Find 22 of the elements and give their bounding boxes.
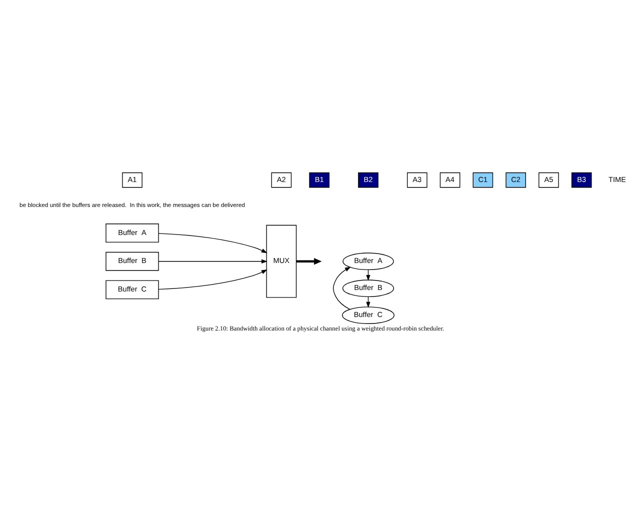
node-box: MUX <box>266 224 297 298</box>
node-box: Buffer C <box>106 280 159 300</box>
node-box: Buffer A <box>106 224 159 243</box>
node-box: A3 <box>406 172 428 188</box>
node-box: A1 <box>122 172 142 188</box>
node-box: A4 <box>440 172 460 188</box>
node-box: C2 <box>506 172 526 188</box>
arrow <box>158 270 268 290</box>
node-box: A5 <box>538 172 559 188</box>
arrow <box>158 233 268 254</box>
arrow <box>158 259 268 264</box>
node-box: Buffer B <box>106 252 159 271</box>
node-box: C1 <box>472 172 494 188</box>
node-box: B3 <box>571 172 592 188</box>
node-box: A2 <box>271 172 292 188</box>
node-box: B1 <box>309 172 330 188</box>
label: TIME <box>608 174 626 184</box>
arrow <box>296 258 322 265</box>
node-ellipse: Buffer C <box>342 306 394 324</box>
arrow <box>332 266 351 310</box>
node-box: B2 <box>358 172 378 188</box>
node-ellipse: Buffer B <box>342 280 394 297</box>
